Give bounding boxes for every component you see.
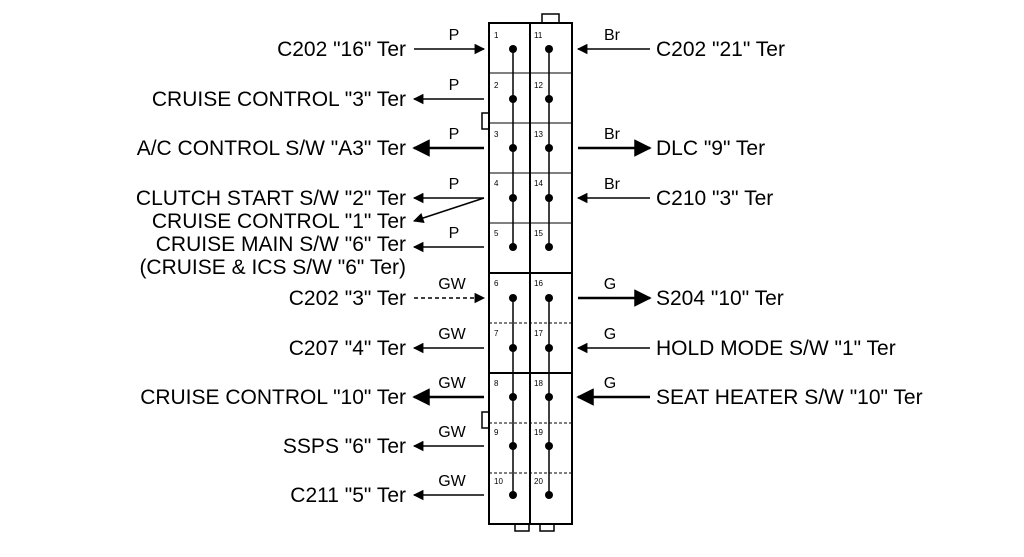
terminal-label: C202 "16" Ter [277,38,406,61]
pin-number: 12 [534,81,543,90]
pin-dot [509,294,517,302]
pin-number: 10 [494,477,503,486]
wire-color-code: GW [438,276,466,293]
pin-dot [509,491,517,499]
pin-number: 3 [494,130,499,139]
pin-number: 20 [534,477,543,486]
pin-number: 6 [494,279,499,288]
pin-number: 5 [494,229,499,238]
pin-dot [545,95,553,103]
terminal-label: DLC "9" Ter [656,137,765,160]
wire-color-code: P [449,126,460,143]
connector-cell-dividers [489,72,572,474]
wire-color-code: GW [438,375,466,392]
wire-color-code: GW [438,326,466,343]
wire-color-code: P [449,225,460,242]
pin-dot [545,194,553,202]
wire-color-code: P [449,176,460,193]
pin-dot [509,144,517,152]
terminal-label: C202 "3" Ter [289,287,406,310]
connector-body [481,13,573,532]
pin-number: 15 [534,229,543,238]
pin-number: 16 [534,279,543,288]
pin-dot [545,45,553,53]
pin-dot [545,144,553,152]
pin-dot [509,344,517,352]
pin-dot [509,393,517,401]
wire-color-code: G [604,326,616,343]
wire-color-code: GW [438,473,466,490]
wire-color-code: GW [438,424,466,441]
pin-dot [509,243,517,251]
pin-dots [509,45,553,499]
pin-number: 8 [494,379,499,388]
pin-dot [545,344,553,352]
pin-number: 2 [494,81,499,90]
terminal-label: C210 "3" Ter [656,187,773,210]
right-labels: C202 "21" Ter DLC "9" Ter C210 "3" Ter S… [656,38,923,409]
wire-color-code: P [449,77,460,94]
terminal-label: S204 "10" Ter [656,287,784,310]
pin-dot [509,45,517,53]
left-labels: C202 "16" Ter CRUISE CONTROL "3" Ter A/C… [136,38,406,507]
terminal-label: C211 "5" Ter [290,484,406,507]
terminal-label: A/C CONTROL S/W "A3" Ter [137,137,406,160]
pin-dot [545,243,553,251]
wire-color-code: P [449,27,460,44]
left-wire-codes: P P P P P GW GW GW GW GW [438,27,466,490]
terminal-label: CRUISE CONTROL "10" Ter [140,386,406,409]
right-wire-codes: Br Br Br G G G [604,27,621,392]
terminal-label: CLUTCH START S/W "2" Ter [136,187,406,210]
left-leads [412,43,486,501]
pin-number: 17 [534,329,543,338]
terminal-label: C202 "21" Ter [656,38,785,61]
pin-dot [545,491,553,499]
wire-color-code: G [604,276,616,293]
pin-dot [509,95,517,103]
pin-number: 1 [494,31,499,40]
pin-dot [509,442,517,450]
pin-dot [509,194,517,202]
terminal-label: CRUISE MAIN S/W "6" Ter [156,233,406,256]
wire-color-code: Br [604,126,621,143]
pin-number: 19 [534,428,543,437]
pin-dot [545,442,553,450]
pin-dot [545,393,553,401]
pin-number: 4 [494,179,499,188]
terminal-label: SSPS "6" Ter [283,435,406,458]
lead-arrow [413,197,485,224]
terminal-label: (CRUISE & ICS S/W "6" Ter) [139,256,406,279]
terminal-label: CRUISE CONTROL "1" Ter [152,210,406,233]
pin-dot [545,294,553,302]
pin-number: 9 [494,428,499,437]
pin-number: 18 [534,379,543,388]
pin-number: 14 [534,179,543,188]
wire-color-code: G [604,375,616,392]
wire-color-code: Br [604,176,621,193]
pin-number: 13 [534,130,543,139]
terminal-label: CRUISE CONTROL "3" Ter [152,88,406,111]
right-leads [576,43,652,406]
terminal-label: HOLD MODE S/W "1" Ter [656,337,896,360]
terminal-label: SEAT HEATER S/W "10" Ter [656,386,923,409]
pin-numbers: 1 2 3 4 5 6 7 8 9 10 11 12 13 14 15 16 1… [494,31,543,486]
wire-color-code: Br [604,27,621,44]
pin-number: 11 [534,31,543,40]
pin-number: 7 [494,329,499,338]
terminal-label: C207 "4" Ter [289,337,406,360]
